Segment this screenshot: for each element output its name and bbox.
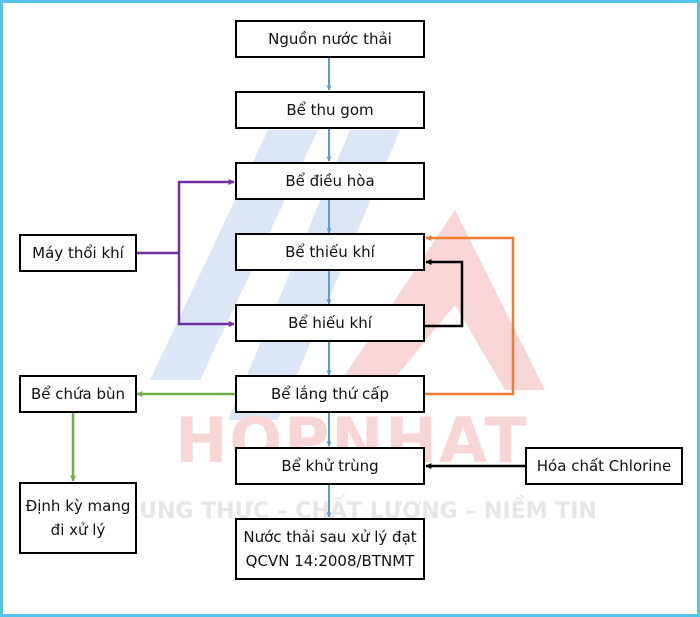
box-label-line: Bể điều hòa <box>285 172 374 190</box>
box-label-line: Máy thổi khí <box>32 244 124 262</box>
box-aerobic: Bể hiếu khí <box>235 304 425 342</box>
air-arrow-to-aerobic <box>177 253 235 327</box>
box-label-line: Nước thải sau xử lý đạt <box>243 528 416 546</box>
box-label-line: Bể khử trùng <box>281 457 378 475</box>
process-boxes: Nguồn nước thải Bể thu gom Bể điều hòa Bể t… <box>19 20 683 580</box>
box-frame <box>19 482 137 554</box>
box-chlorine: Hóa chất Chlorine <box>525 447 683 485</box>
box-label-line: Hóa chất Chlorine <box>537 457 671 475</box>
box-frame <box>235 91 425 129</box>
connectors <box>70 57 526 518</box>
box-frame <box>235 162 425 200</box>
box-blower: Máy thổi khí <box>19 234 137 272</box>
box-secondary-settling: Bể lắng thứ cấp <box>235 375 425 413</box>
box-frame <box>235 20 425 58</box>
box-frame <box>19 234 137 272</box>
box-label-line: Bể thu gom <box>286 101 373 119</box>
box-sludge-disposal: Định kỳ mang đi xử lý <box>19 482 137 554</box>
box-equalization: Bể điều hòa <box>235 162 425 200</box>
internal-recycle-arrow <box>424 259 464 328</box>
box-frame <box>235 233 425 271</box>
box-label-line: đi xử lý <box>51 521 106 539</box>
box-frame <box>235 304 425 342</box>
box-label-line: Bể thiếu khí <box>285 243 376 261</box>
box-sludge-tank: Bể chứa bùn <box>19 375 137 413</box>
box-label-line: QCVN 14:2008/BTNMT <box>246 552 416 570</box>
box-frame <box>19 375 137 413</box>
box-source: Nguồn nước thải <box>235 20 425 58</box>
air-arrow-to-equalization <box>177 179 235 253</box>
box-collection: Bể thu gom <box>235 91 425 129</box>
box-label-line: Bể lắng thứ cấp <box>271 385 389 403</box>
box-frame <box>235 518 425 580</box>
box-label-line: Định kỳ mang <box>26 497 131 515</box>
box-frame <box>235 447 425 485</box>
box-frame <box>235 375 425 413</box>
box-label-line: Bể chứa bùn <box>31 385 125 403</box>
box-label-line: Nguồn nước thải <box>268 30 392 48</box>
box-label-line: Bể hiếu khí <box>288 314 373 332</box>
box-anoxic: Bể thiếu khí <box>235 233 425 271</box>
process-flow-diagram: HOPNHAT TRUNG THỰC – CHẤT LƯỢNG – NIỀM T… <box>19 20 683 580</box>
box-frame <box>525 447 683 485</box>
box-disinfection: Bể khử trùng <box>235 447 425 485</box>
sludge-recycle-arrow <box>424 235 515 396</box>
